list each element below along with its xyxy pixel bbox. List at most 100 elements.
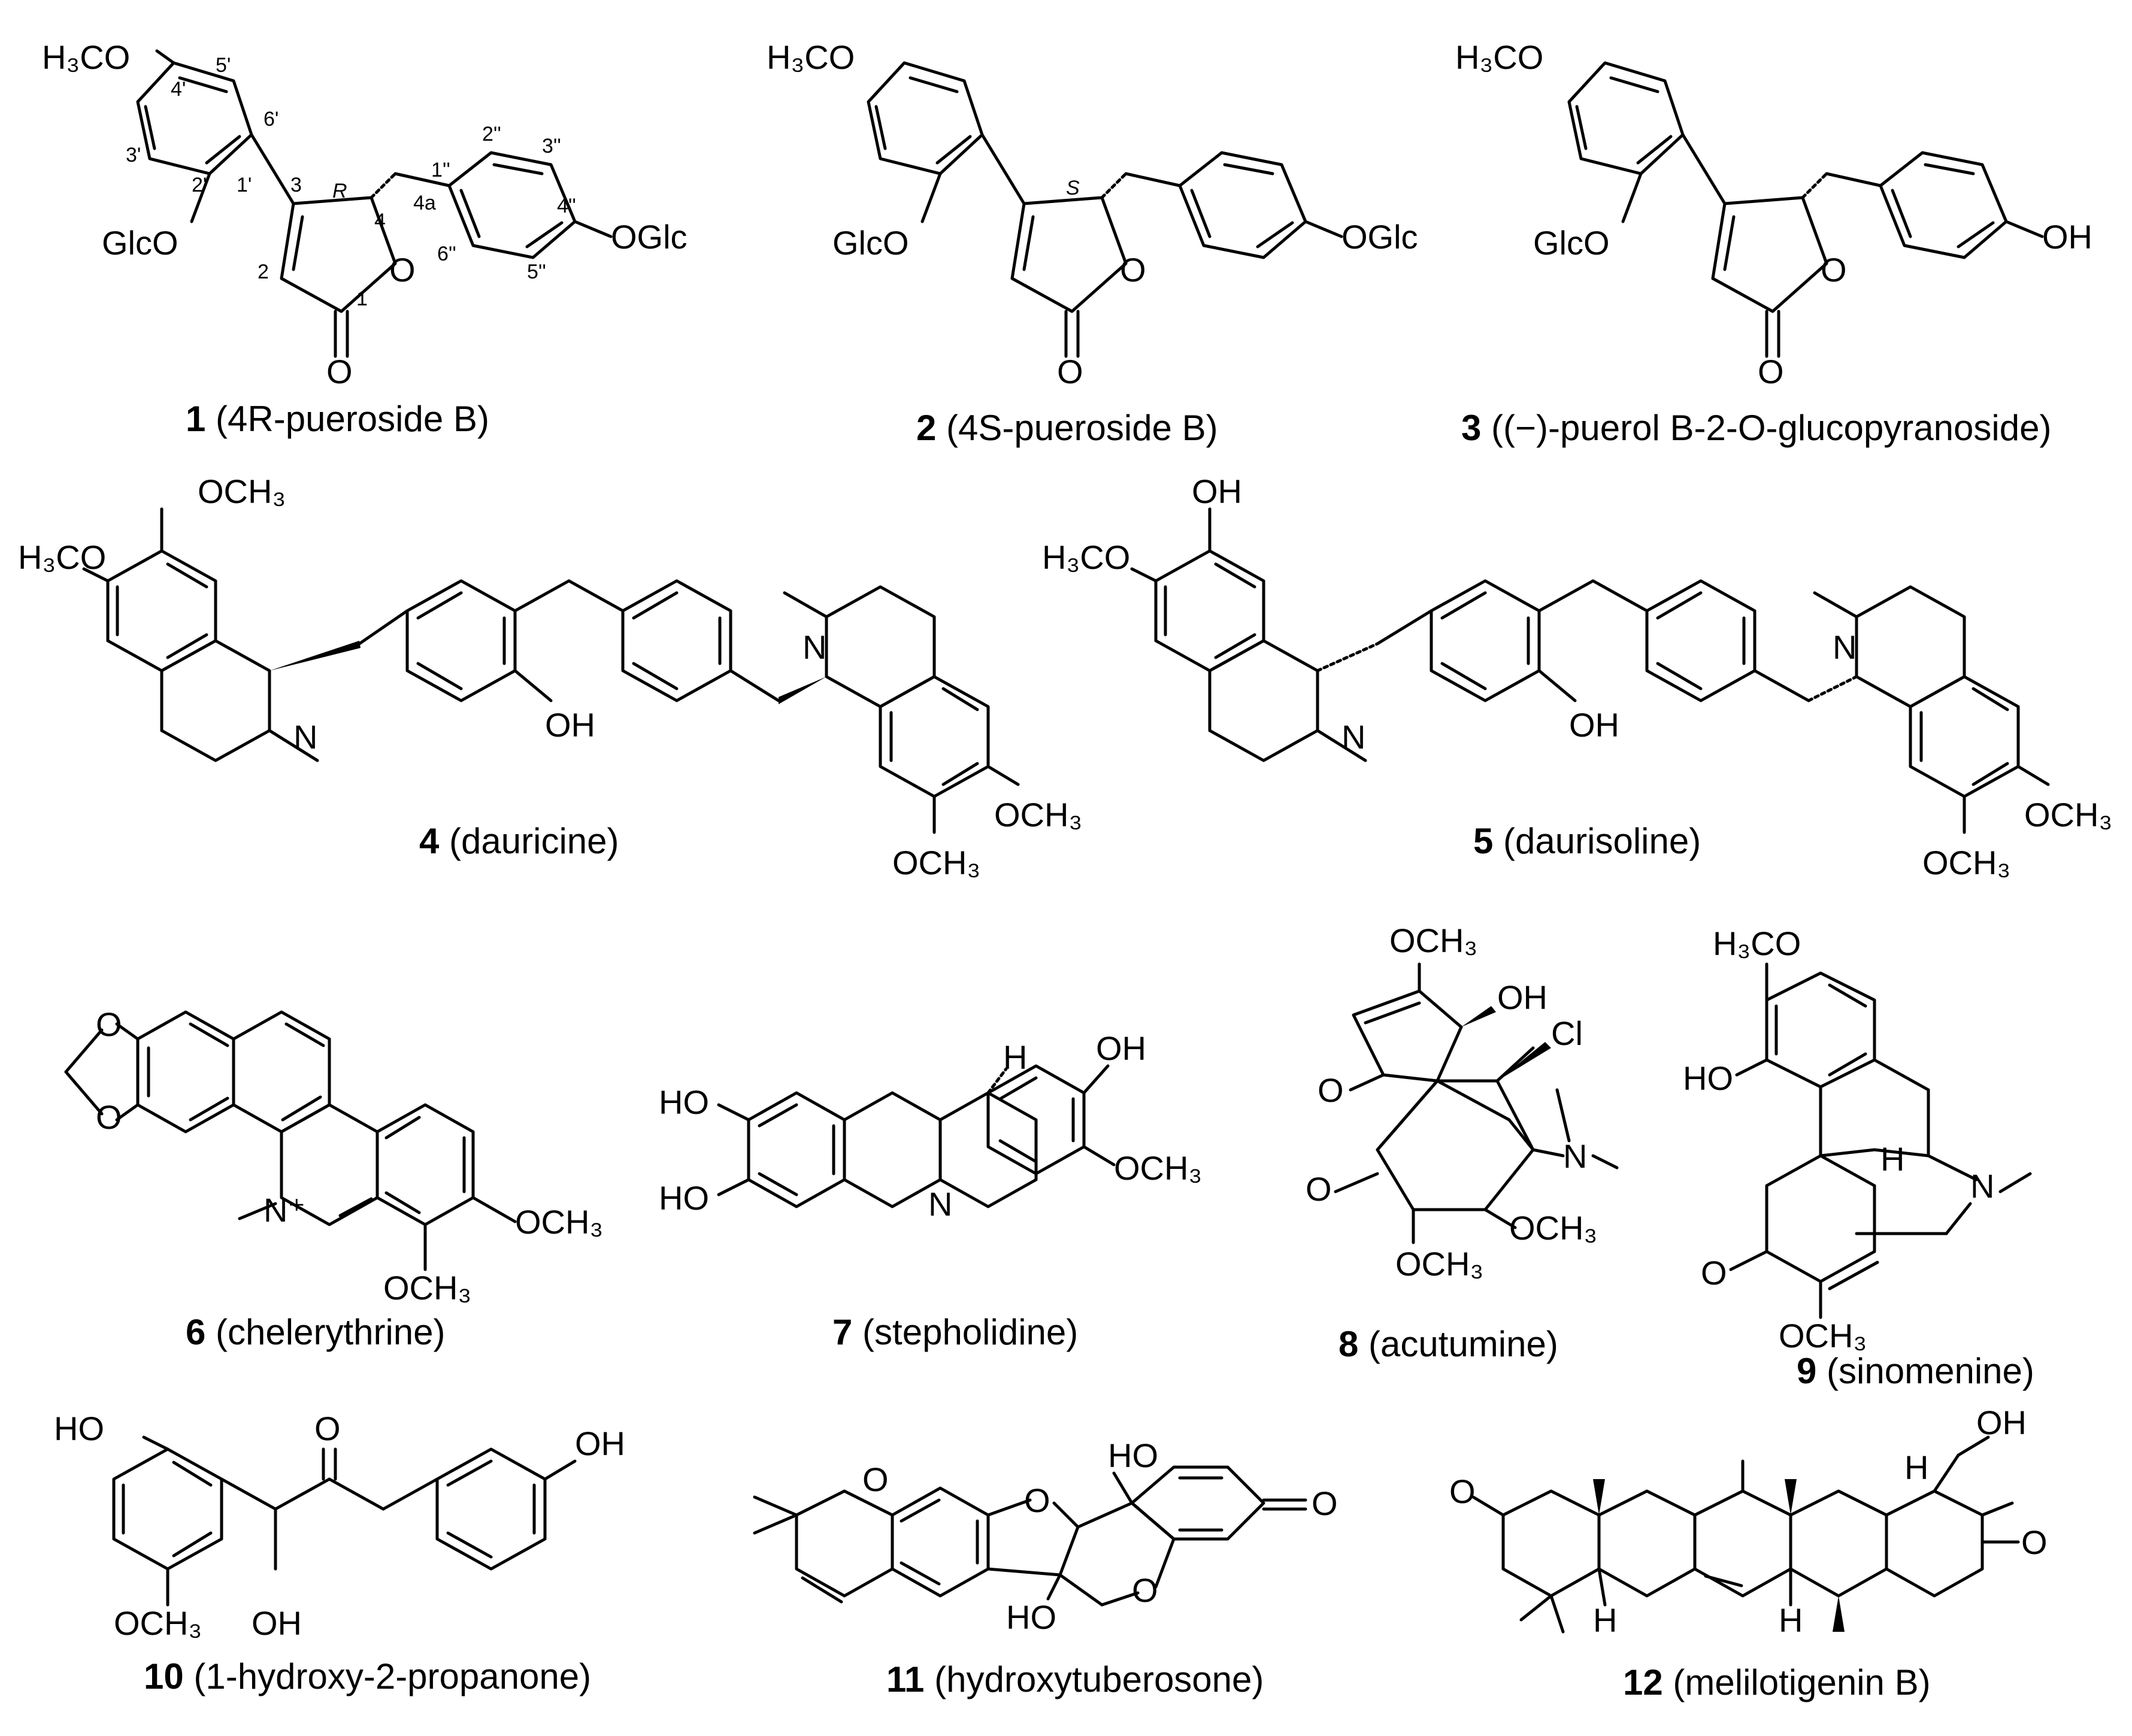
double-bond bbox=[144, 105, 156, 150]
ho-label: HO bbox=[54, 1410, 104, 1447]
double-bond bbox=[758, 1103, 798, 1128]
caption-2: 2 (4S-pueroside B) bbox=[916, 408, 1218, 448]
double-bond bbox=[459, 189, 481, 238]
oxygen-label: O bbox=[96, 1005, 122, 1043]
ring-bond bbox=[1130, 1465, 1265, 1541]
ring-oxygen-label: O bbox=[1821, 251, 1847, 289]
double-bond bbox=[1828, 983, 1867, 1008]
compound-number: 3 bbox=[1461, 408, 1482, 448]
ring-bond bbox=[1010, 196, 1128, 313]
compound-name: stepholidine bbox=[874, 1312, 1067, 1352]
bond bbox=[543, 1459, 577, 1481]
carbonyl-oxygen-label: O bbox=[1057, 353, 1083, 390]
bond bbox=[1819, 1148, 1876, 1158]
atom-number: 1'' bbox=[431, 159, 450, 181]
och3-label: OCH₃ bbox=[2024, 796, 2112, 834]
structure-6: O O N⁺ OCH₃ OCH₃ 6 (chelerythrine) bbox=[0, 934, 659, 1389]
oh-label: OH bbox=[575, 1425, 625, 1462]
ring-bond bbox=[1693, 1489, 1792, 1598]
double-bond bbox=[205, 135, 241, 165]
oh-label: OH bbox=[1497, 978, 1547, 1016]
bond bbox=[567, 579, 625, 613]
bond bbox=[1621, 172, 1643, 223]
double-bond bbox=[172, 1531, 213, 1558]
bond bbox=[1483, 1208, 1517, 1229]
carbonyl-bond bbox=[1349, 1073, 1385, 1092]
bond bbox=[358, 609, 409, 646]
och3-label: OCH₃ bbox=[1922, 844, 2010, 881]
bond bbox=[190, 172, 211, 223]
double-bond bbox=[1256, 221, 1294, 249]
double-bond bbox=[284, 1022, 325, 1047]
structure-7-svg: HO HO H N OH OCH₃ bbox=[659, 1029, 1202, 1223]
atom-number: 5' bbox=[216, 54, 231, 77]
compound-name: (−)-puerol B-2-O-glucopyranoside bbox=[1503, 408, 2040, 448]
double-bond bbox=[941, 687, 979, 711]
double-bond bbox=[874, 105, 887, 150]
compound-number: 1 bbox=[186, 399, 206, 439]
ring-bond bbox=[843, 1091, 942, 1208]
bond bbox=[1681, 133, 1727, 205]
compound-number: 8 bbox=[1338, 1324, 1359, 1364]
compound-number: 11 bbox=[886, 1659, 925, 1699]
ring-bond bbox=[1711, 196, 1828, 313]
structure-7: HO HO H N OH OCH₃ 7 (stepholidine) bbox=[647, 934, 1294, 1389]
bond bbox=[1537, 669, 1577, 702]
carbonyl-oxygen-label: O bbox=[1758, 353, 1784, 390]
structure-1-svg: H₃CO GlcO O O OGlc R 4' 5' 6' 3' 2' 1' 3… bbox=[42, 38, 688, 390]
bond bbox=[1933, 1453, 1960, 1493]
double-bond bbox=[998, 1139, 1038, 1164]
bond bbox=[783, 591, 828, 619]
oxygen-label: O bbox=[1024, 1481, 1050, 1519]
ring-bond bbox=[1909, 675, 2020, 798]
ring-bond bbox=[106, 549, 217, 672]
hash-bond bbox=[1801, 172, 1828, 199]
double-bond bbox=[446, 1459, 493, 1487]
bond bbox=[1813, 591, 1858, 619]
atom-number: 1 bbox=[356, 287, 368, 310]
double-bond bbox=[189, 1096, 229, 1122]
compound-name: daurisoline bbox=[1515, 821, 1689, 861]
caption-6: 6 (chelerythrine) bbox=[186, 1312, 446, 1352]
bond bbox=[1316, 729, 1367, 762]
double-bond bbox=[172, 1461, 213, 1487]
double-bond bbox=[801, 1576, 843, 1604]
structure-2: H₃CO GlcO O O OGlc S 2 (4S-pueroside B) bbox=[737, 0, 1425, 455]
structure-11: O O HO O HO O 11 (hydroxytuberosone) bbox=[719, 1395, 1437, 1733]
ring-bond bbox=[938, 1091, 1038, 1208]
compound-name: sinomenine bbox=[1839, 1351, 2022, 1391]
bond bbox=[717, 1178, 750, 1196]
n-plus-label: N⁺ bbox=[264, 1191, 305, 1229]
double-bond bbox=[1828, 1261, 1879, 1290]
ring-bond bbox=[621, 579, 732, 702]
oxygen-label: O bbox=[1449, 1473, 1476, 1510]
ring-oxygen-label: O bbox=[389, 251, 416, 289]
och3-label: OCH₃ bbox=[892, 844, 980, 881]
caption-1: 1 (4R-pueroside B) bbox=[186, 399, 489, 439]
double-bond bbox=[166, 562, 208, 589]
n-label: N bbox=[293, 718, 317, 756]
compound-name: chelerythrine bbox=[228, 1312, 434, 1352]
wedge-bond bbox=[1833, 1596, 1845, 1632]
bond bbox=[1376, 1079, 1439, 1152]
double-bond bbox=[1972, 687, 2009, 711]
double-bond bbox=[1214, 562, 1256, 589]
hash-bond bbox=[370, 172, 397, 199]
double-bond bbox=[338, 1197, 373, 1217]
bond bbox=[1124, 172, 1182, 187]
carbonyl-bond bbox=[1334, 1172, 1379, 1193]
h-label: H bbox=[1904, 1449, 1928, 1486]
bond bbox=[1130, 567, 1158, 583]
bond bbox=[328, 1477, 385, 1511]
atom-number: 1' bbox=[237, 174, 252, 196]
double-bond bbox=[416, 662, 463, 690]
bond bbox=[986, 1498, 1032, 1517]
ring-bond bbox=[1376, 1079, 1535, 1211]
n-label: N bbox=[802, 628, 826, 666]
glco-label: GlcO bbox=[832, 224, 909, 262]
oxygen-label: O bbox=[1318, 1071, 1344, 1109]
bond bbox=[1927, 1154, 1978, 1181]
atom-number: 3'' bbox=[542, 135, 561, 157]
oh-label: OH bbox=[1192, 472, 1242, 510]
